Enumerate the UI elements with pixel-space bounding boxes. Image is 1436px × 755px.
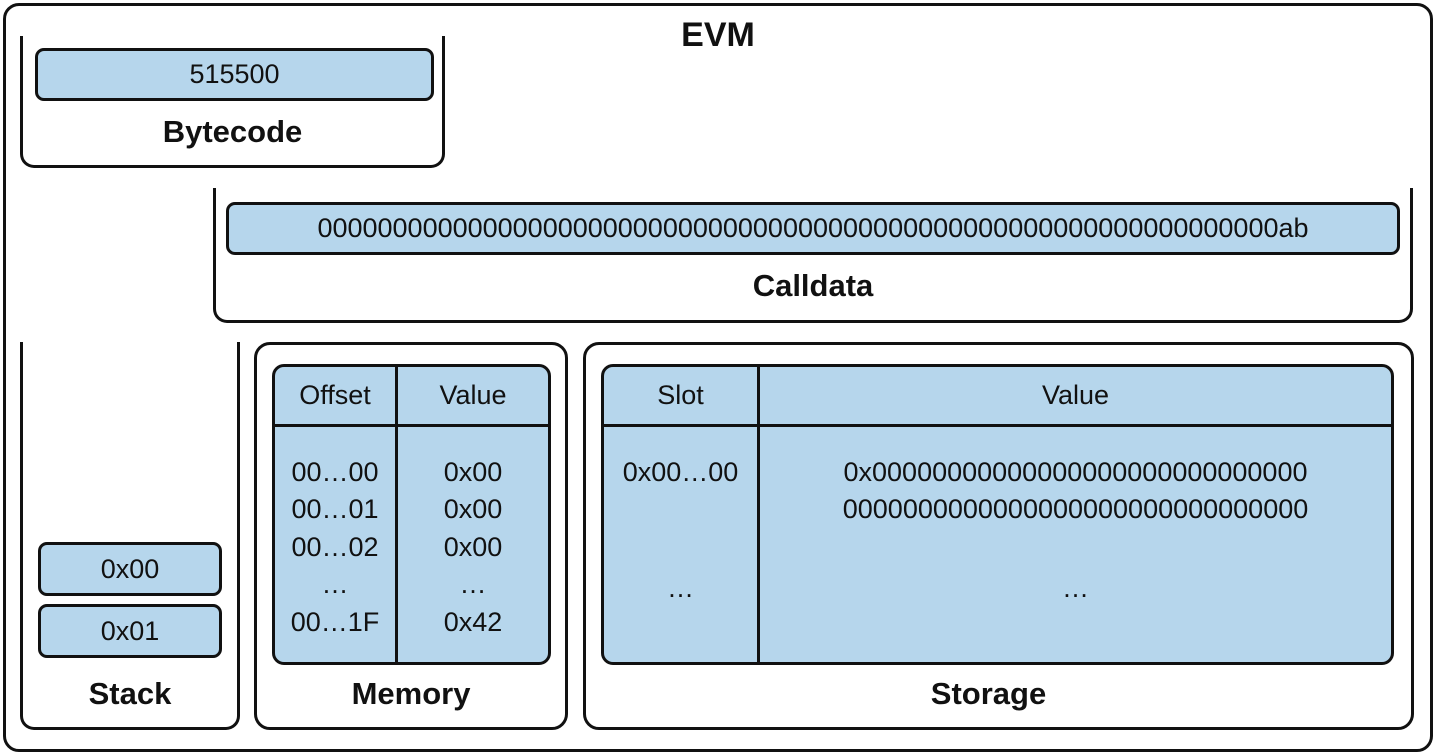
stack-item: 0x01: [38, 604, 222, 658]
storage-column-divider: [757, 367, 760, 662]
memory-offset-cell: 00…00: [291, 457, 379, 487]
storage-table: Slot Value 0x00…00 … 0x00000000000000000…: [601, 364, 1394, 665]
storage-header-value: Value: [1041, 380, 1110, 410]
memory-value-cell: …: [459, 569, 487, 599]
storage-label: Storage: [930, 676, 1047, 711]
memory-header-offset: Offset: [299, 380, 371, 410]
storage-slot-cell: …: [667, 573, 694, 603]
memory-offset-cell: …: [321, 569, 349, 599]
stack-item: 0x00: [38, 542, 222, 596]
bytecode-label: Bytecode: [162, 114, 303, 149]
memory-header-value: Value: [439, 380, 507, 410]
memory-box: [254, 342, 568, 730]
memory-value-cell: 0x00: [443, 457, 503, 487]
calldata-label: Calldata: [752, 268, 874, 303]
memory-value-cell: 0x42: [443, 607, 503, 637]
storage-value-line: 0000000000000000000000000000000: [842, 494, 1309, 524]
storage-box: [583, 342, 1414, 730]
evm-container: [3, 3, 1433, 752]
stack-box: [20, 342, 240, 730]
storage-header-slot: Slot: [657, 380, 704, 410]
memory-column-divider: [395, 367, 398, 662]
memory-table-header: [275, 367, 548, 427]
memory-offset-cell: 00…1F: [290, 607, 380, 637]
storage-table-header: [604, 367, 1391, 427]
memory-offset-cell: 00…01: [291, 494, 379, 524]
bytecode-value: 515500: [35, 48, 434, 101]
memory-value-cell: 0x00: [443, 532, 503, 562]
bytecode-box: [20, 36, 445, 168]
calldata-value: 0000000000000000000000000000000000000000…: [226, 202, 1400, 255]
storage-value-line: 0x00000000000000000000000000000: [843, 457, 1308, 487]
memory-value-cell: 0x00: [443, 494, 503, 524]
storage-value-line: …: [1062, 573, 1089, 603]
memory-table: Offset Value 00…00 00…01 00…02 … 00…1F 0…: [272, 364, 551, 665]
calldata-box: [213, 188, 1413, 323]
memory-offset-cell: 00…02: [291, 532, 379, 562]
stack-label: Stack: [88, 676, 172, 711]
storage-slot-cell: 0x00…00: [622, 457, 739, 487]
evm-title: EVM: [681, 16, 755, 54]
memory-label: Memory: [351, 676, 471, 711]
